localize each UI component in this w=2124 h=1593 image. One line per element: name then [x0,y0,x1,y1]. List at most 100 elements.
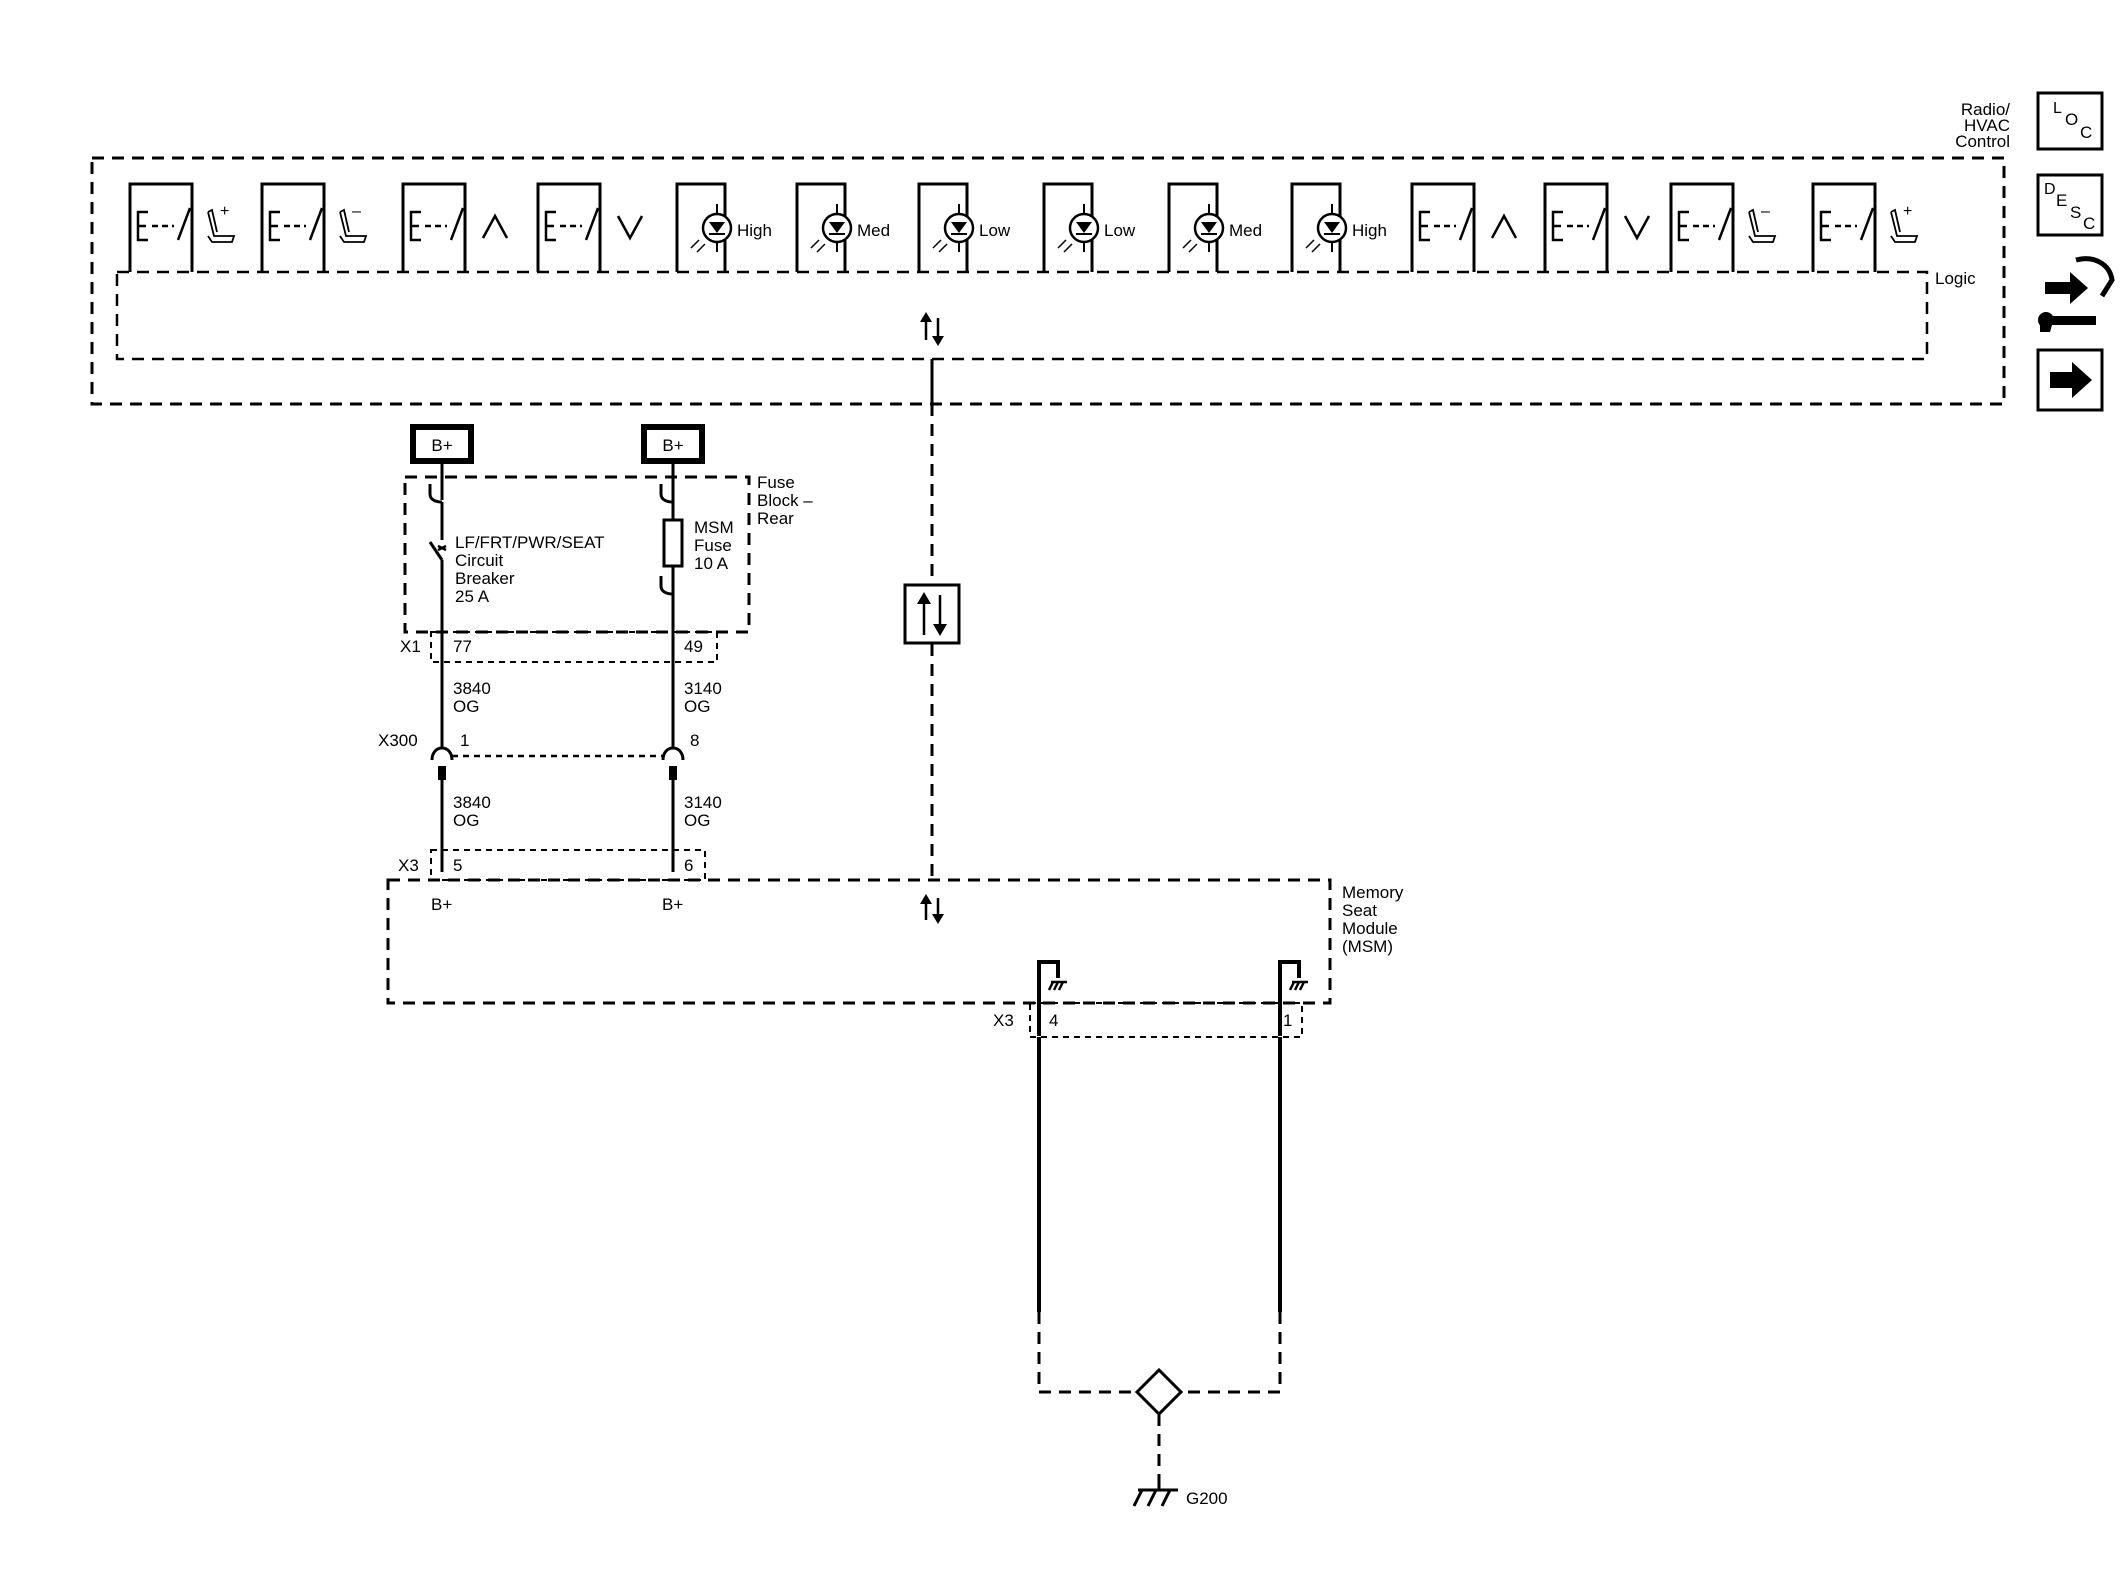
seat-icon: – [339,203,368,243]
wire-right-upper-color: OG [684,697,710,716]
module-switch-row: + – High Med Low Low Med High – + [128,182,1919,272]
radio-module-label-line3: Control [1955,132,2010,151]
msm-label-line2: Seat [1342,901,1377,920]
switch-level-label: Low [1104,221,1136,240]
breaker-label-line1: LF/FRT/PWR/SEAT [455,533,605,552]
logic-block-outline [115,270,1929,361]
seat-icon: – [1748,203,1777,243]
seat-sign: – [352,203,361,220]
serial-data-line [903,359,961,924]
bplus-left-label: B+ [431,436,452,455]
wire-left-lower-color: OG [453,811,479,830]
fuse-label-line3: 10 A [694,554,729,573]
module-switch-8: Low [1042,182,1136,272]
wire-right-lower-circuit: 3140 [684,793,722,812]
breaker-label-line2: Circuit [455,551,503,570]
module-switch-11 [1410,182,1518,272]
x300-pin-right: 8 [690,731,699,750]
x300-pin-left: 1 [460,731,469,750]
serial-data-symbol [903,583,961,645]
ground-wires [1037,1037,1282,1480]
module-switch-9: Med [1167,182,1262,272]
module-switch-10: High [1290,182,1387,272]
breaker-label-line4: 25 A [455,587,490,606]
wire-3140-right: 3140 OG 3140 OG [671,632,722,872]
connector-x3-top: X3 5 6 [398,849,706,881]
radio-module-label-line1: Radio/ [1961,100,2010,119]
seat-sign: + [1903,203,1912,220]
x3-bottom-pin-right: 1 [1283,1011,1292,1030]
msm-label-line3: Module [1342,919,1398,938]
connector-x3-bottom: X3 4 1 [993,1002,1303,1038]
module-switch-13: – [1669,182,1777,272]
seat-icon: + [1890,203,1919,243]
wire-left-lower-circuit: 3840 [453,793,491,812]
module-switch-14: + [1811,182,1919,272]
module-switch-2: – [260,182,368,272]
bplus-right-label: B+ [662,436,683,455]
splice-diamond-symbol [1134,1367,1184,1417]
location-icon-letter-1: L [2053,100,2062,117]
radio-module-outline [90,156,2006,406]
fuse-label-line1: MSM [694,518,734,537]
description-icon[interactable]: D E S C [2036,173,2104,237]
seat-sign: – [1761,203,1770,220]
switch-level-label: High [737,221,772,240]
module-switch-4 [536,182,644,272]
x3-top-pin-left: 5 [453,856,462,875]
connector-x1: X1 77 49 [400,631,718,663]
x1-pin-left: 77 [453,637,472,656]
up-chevron-icon [481,213,509,239]
description-icon-letter-1: D [2044,181,2056,198]
ground-icon [1132,1480,1178,1507]
fuse-block-label-line2: Block – [757,491,813,510]
location-icon-letter-2: O [2065,110,2078,129]
msm-fuse-symbol [662,518,684,568]
side-icon-column: L O C D E S C [2036,91,2115,412]
battery-positive-left: B+ [410,424,474,464]
x3-top-pin-right: 6 [684,856,693,875]
logic-data-arrows-icon [920,312,944,346]
module-switch-3 [401,182,509,272]
x1-pin-right: 49 [684,637,703,656]
down-chevron-icon [1623,215,1651,241]
next-arrow-icon[interactable] [2036,348,2104,412]
seat-sign: + [220,203,229,220]
radio-module-label-line2: HVAC [1964,116,2010,135]
breaker-label-line3: Breaker [455,569,515,588]
wire-left-upper-color: OG [453,697,479,716]
x3-bottom-pin-left: 4 [1049,1011,1058,1030]
ground-g200: G200 [1132,1480,1228,1508]
description-icon-letter-3: S [2070,203,2081,222]
fuse-block-label-line3: Rear [757,509,794,528]
battery-positive-right: B+ [641,424,705,464]
switch-level-label: Med [857,221,890,240]
module-switch-1: + [128,182,236,272]
circuit-breaker-symbol [428,541,447,561]
switch-level-label: High [1352,221,1387,240]
module-switch-5: High [675,182,772,272]
fuse-block-rear: Fuse Block – Rear LF/FRT/PWR/SEAT Circui… [403,461,813,634]
description-icon-letter-2: E [2056,191,2067,210]
module-switch-7: Low [917,182,1011,272]
logic-label: Logic [1935,269,1976,288]
wire-3840-left: 3840 OG 3840 OG [440,632,491,872]
switch-level-label: Med [1229,221,1262,240]
module-switch-6: Med [795,182,890,272]
g200-label: G200 [1186,1489,1228,1508]
msm-pin-right-label: B+ [662,895,683,914]
down-chevron-icon [616,215,644,241]
msm-label-line1: Memory [1342,883,1404,902]
location-icon-letter-3: C [2080,123,2092,142]
connector-tool-icon[interactable] [2038,256,2115,332]
radio-hvac-control-module: Logic Radio/ HVAC Control + – High Med Low Lo… [90,100,2010,406]
connector-x300: X300 1 8 [378,731,699,780]
up-chevron-icon [1490,213,1518,239]
fuse-label-line2: Fuse [694,536,732,555]
wire-right-lower-color: OG [684,811,710,830]
memory-seat-module: Memory Seat Module (MSM) B+ B+ [386,878,1404,1036]
seat-icon: + [207,203,236,243]
location-icon[interactable]: L O C [2036,91,2104,151]
switch-level-label: Low [979,221,1011,240]
